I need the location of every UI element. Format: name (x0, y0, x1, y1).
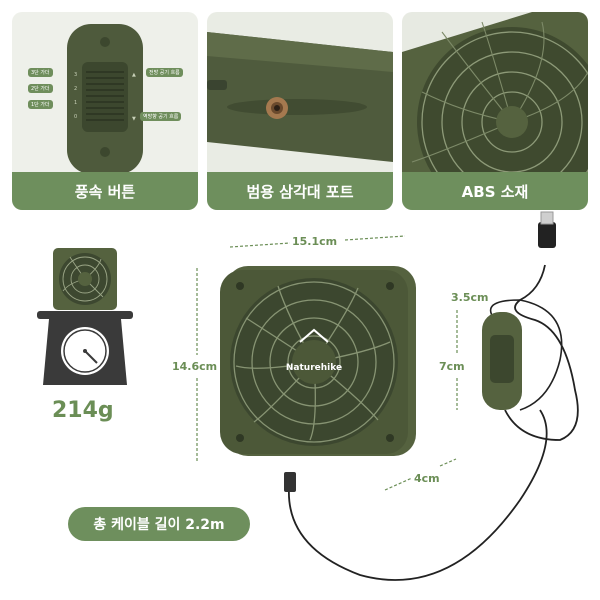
depth-dimension: 4cm (414, 472, 440, 485)
width-dimension: 15.1cm (292, 235, 338, 248)
tripod-port-photo (207, 12, 393, 172)
svg-text:▲: ▲ (132, 72, 136, 78)
remote-height-dimension: 7cm (439, 360, 465, 373)
cable-length-badge: 총 케이블 길이 2.2m (68, 507, 250, 541)
panel-caption-abs: ABS 소재 (402, 172, 588, 210)
svg-text:▼: ▼ (132, 116, 136, 122)
forward-airflow-label: 전방 공기 흐름 (146, 68, 183, 77)
panel-caption-tripod: 범용 삼각대 포트 (207, 172, 393, 210)
panel-tripod-port: 범용 삼각대 포트 (207, 12, 393, 210)
speed-2-label: 2단 가더 (28, 84, 53, 93)
panel-speed-button: 3 2 1 0 ▲ ▼ 3단 가더 2단 가더 1단 가더 전방 공기 흐름 역… (12, 12, 198, 210)
fan-illustration: Naturehike (220, 266, 416, 456)
panel-caption-speed: 풍속 버튼 (12, 172, 198, 210)
svg-text:1: 1 (74, 100, 77, 106)
remote-photo: 3 2 1 0 ▲ ▼ (12, 12, 198, 172)
svg-text:0: 0 (74, 114, 77, 120)
speed-3-label: 3단 가더 (28, 68, 53, 77)
height-dimension: 14.6cm (172, 360, 218, 373)
speed-1-label: 1단 가더 (28, 100, 53, 109)
remote-width-dimension: 3.5cm (451, 291, 489, 304)
scale-illustration (37, 248, 133, 385)
abs-material-photo (402, 12, 588, 172)
reverse-airflow-label: 역방향 공기 흐름 (140, 112, 182, 121)
panel-abs-material: ABS 소재 (402, 12, 588, 210)
brand-logo: Naturehike (286, 363, 342, 373)
weight-value: 214g (52, 398, 114, 423)
svg-text:3: 3 (74, 72, 77, 78)
svg-text:2: 2 (74, 86, 77, 92)
